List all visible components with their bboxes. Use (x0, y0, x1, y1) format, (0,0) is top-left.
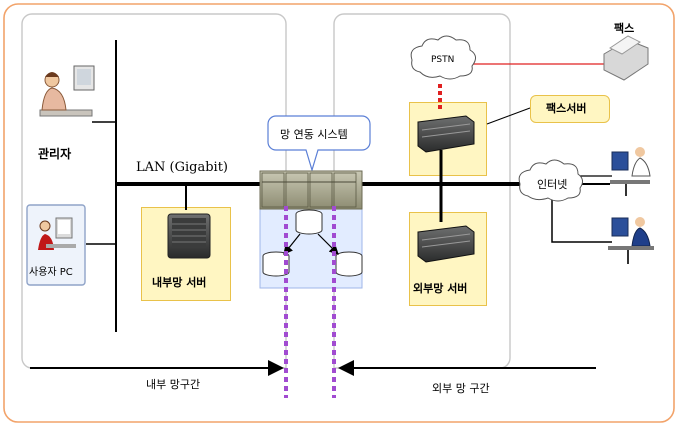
internal-server-icon (167, 213, 211, 259)
link-system-callout (267, 115, 371, 173)
external-user-icon (608, 217, 654, 264)
internal-zone-panel (21, 13, 287, 369)
lan-label: LAN (Gigabit) (136, 160, 228, 175)
user-pc-icon (26, 204, 86, 286)
pstn-label: PSTN (431, 55, 455, 65)
internet-user-link (551, 196, 612, 243)
link-system-label: 망 연동 시스템 (280, 128, 348, 141)
external-server-label: 외부망 서버 (413, 282, 468, 295)
external-user-icon (610, 147, 651, 196)
admin-label: 관리자 (38, 147, 72, 161)
external-zone-label: 외부 망 구간 (432, 382, 490, 395)
user-pc-label: 사용자 PC (29, 267, 73, 278)
outer-border (3, 3, 675, 423)
admin-person-icon (39, 65, 95, 117)
sync-arrow-right (317, 233, 339, 255)
internet-label: 인터넷 (537, 178, 568, 191)
database-icon (295, 209, 323, 235)
fax-server-label: 팩스서버 (546, 102, 587, 115)
internal-server-label: 내부망 서버 (152, 276, 207, 289)
internet-cloud-icon (518, 159, 584, 202)
database-icon (335, 251, 363, 277)
fax-server-callout (530, 95, 610, 123)
internal-zone-label: 내부 망구간 (146, 378, 201, 391)
fax-server-callout-line (486, 107, 531, 125)
fax-label: 팩스 (614, 22, 635, 35)
link-system-chassis (259, 170, 363, 210)
fax-server-rack-icon (417, 115, 475, 153)
database-icon (262, 251, 290, 277)
pstn-cloud-icon (410, 35, 476, 80)
fax-machine-icon (603, 35, 649, 81)
external-zone-panel (333, 13, 511, 369)
external-server-rack-icon (417, 225, 475, 263)
